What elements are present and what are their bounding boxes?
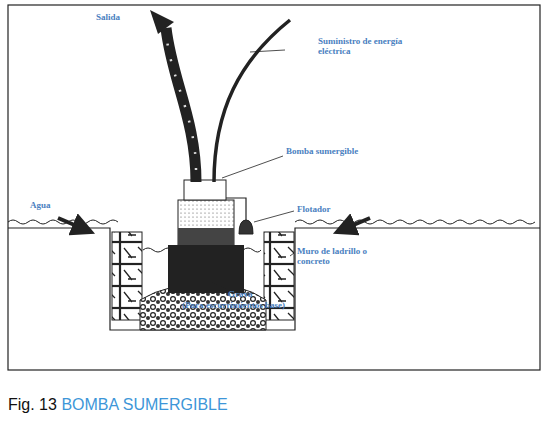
ground-line [8, 228, 540, 330]
float-label: Flotador [297, 204, 331, 214]
pump-base [168, 245, 244, 293]
gravel-label: Grava [228, 289, 253, 299]
power-label: Suministro de energía eléctrica [318, 36, 428, 57]
water-arrow [58, 218, 84, 229]
water-label: Agua [30, 200, 51, 210]
leader-line [290, 253, 294, 256]
water-arrow [344, 218, 370, 229]
leader-line [212, 283, 226, 288]
power-cable [214, 20, 290, 182]
outlet-label: Salida [96, 12, 120, 22]
left-wall [112, 232, 142, 320]
pump-motor [184, 180, 226, 200]
leader-line [250, 50, 285, 52]
frame [8, 5, 540, 370]
pump-label: Bomba sumergible [286, 146, 358, 156]
outlet-arrow [150, 10, 174, 34]
outlet-pipe [166, 28, 196, 182]
float [239, 220, 253, 234]
float-rod [226, 198, 246, 220]
pump-body [178, 200, 234, 245]
wall-label: Muro de ladrillo o concreto [297, 246, 392, 267]
pump-intake [178, 228, 234, 245]
gravel-note: (Para escurrimientos base) [182, 300, 285, 310]
leader-line [222, 156, 283, 178]
water-surface [8, 220, 535, 224]
pipe-highlights [167, 40, 196, 170]
figure-caption: Fig. 13 BOMBA SUMERGIBLE [8, 396, 228, 414]
leader-line [254, 211, 294, 222]
